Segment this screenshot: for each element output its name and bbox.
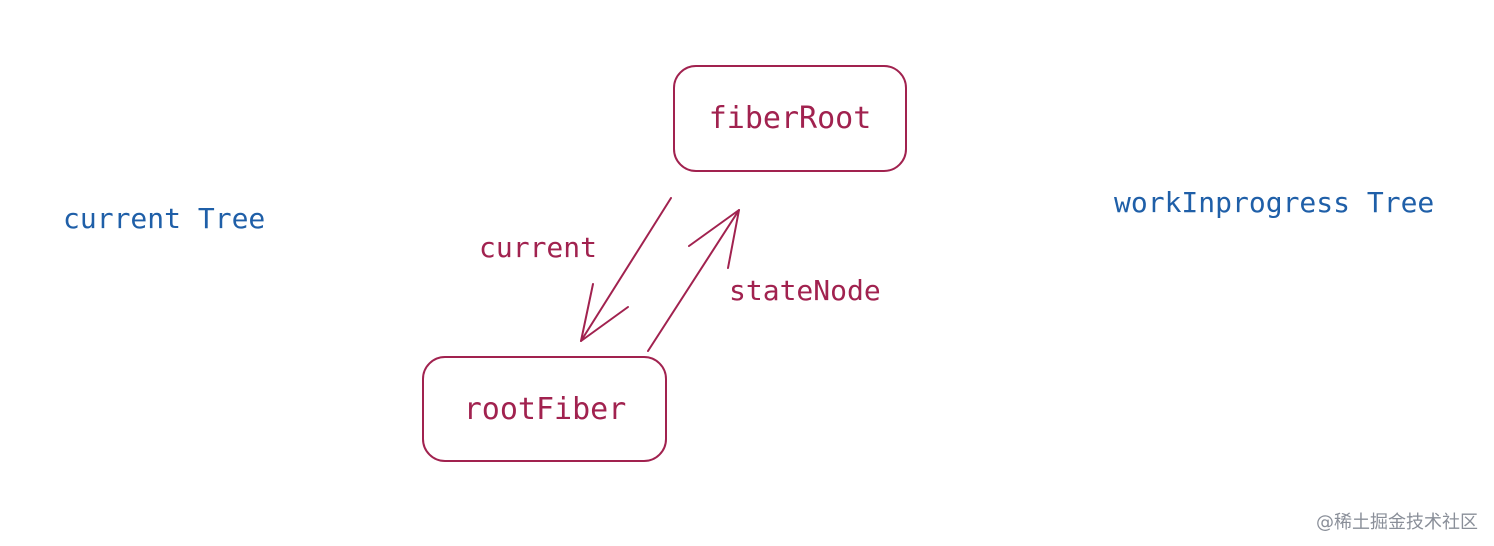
node-fiber-root-box [673,65,907,172]
node-root-fiber-box [422,356,667,462]
current-tree-label: current Tree [63,202,265,235]
edge-current-label: current [479,231,597,264]
edge-state-node: stateNode [647,209,881,352]
work-in-progress-tree-label: workInprogress Tree [1114,186,1434,219]
edge-state-node-arrowhead [688,209,740,269]
edge-state-node-label: stateNode [729,274,881,307]
watermark: @稀土掘金技术社区 [1316,512,1478,533]
node-fiber-root-label: fiberRoot [709,101,872,136]
edge-current: current [479,197,672,342]
node-root-fiber: rootFiber [422,356,667,462]
edge-current-arrowhead [580,283,629,342]
edge-state-node-line [647,209,740,352]
node-root-fiber-label: rootFiber [464,392,627,427]
node-fiber-root: fiberRoot [673,65,907,172]
edge-current-line [580,197,672,342]
